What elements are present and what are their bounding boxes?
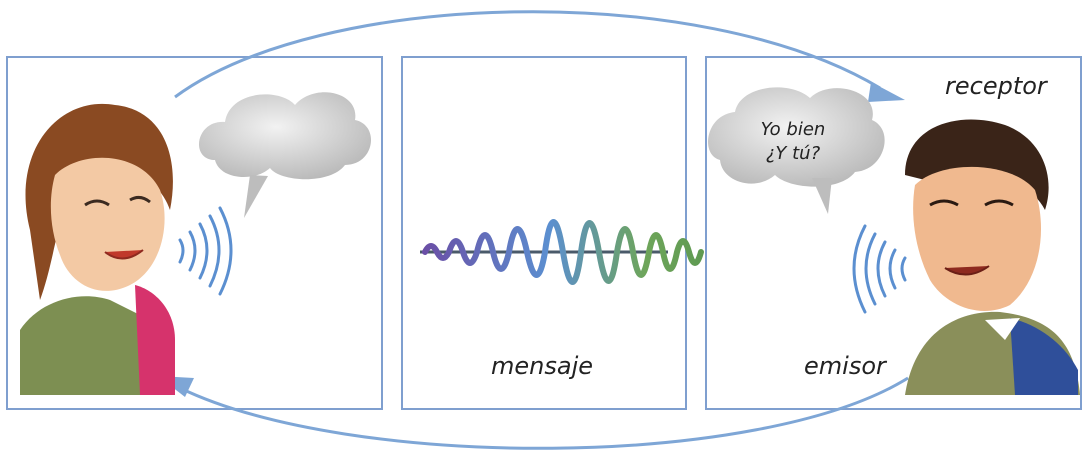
sender-label: emisor <box>804 352 886 380</box>
man-speaker-icon <box>905 119 1080 395</box>
sound-waves-icon-left <box>178 206 233 296</box>
message-panel <box>401 56 687 410</box>
woman-speaker-icon <box>20 103 175 395</box>
message-label: mensaje <box>491 352 593 380</box>
arrow-top <box>174 10 881 99</box>
arrow-top-head <box>868 82 905 102</box>
sound-waves-icon-right <box>852 224 907 314</box>
bubble-line-1: Yo bien <box>760 119 826 140</box>
thought-cloud-icon-left <box>198 92 372 218</box>
receiver-label: receptor <box>945 72 1047 100</box>
arrow-bottom <box>179 376 909 450</box>
signal-wave-icon <box>420 219 704 285</box>
thought-cloud-icon-right <box>708 87 885 214</box>
bubble-line-2: ¿Y tú? <box>765 143 821 164</box>
thought-cloud-text: Yo bien ¿Y tú? <box>738 118 848 166</box>
